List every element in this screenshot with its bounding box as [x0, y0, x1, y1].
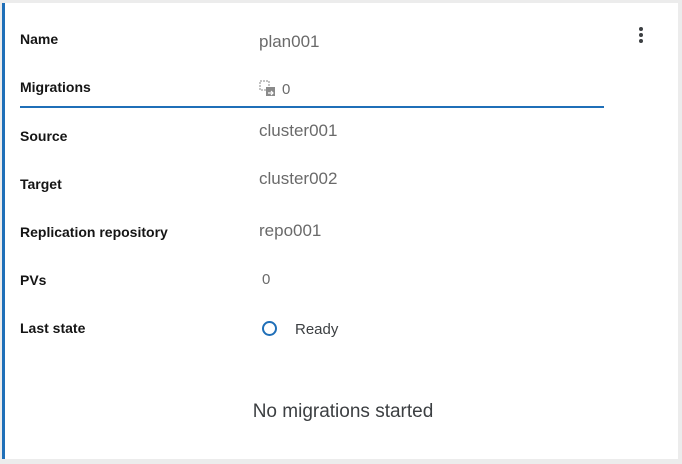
last-state-label: Last state: [20, 320, 86, 336]
pvs-label: PVs: [20, 272, 47, 288]
target-value: cluster002: [259, 169, 338, 188]
kebab-menu-icon[interactable]: [638, 27, 644, 43]
target-label: Target: [20, 176, 62, 192]
scrollbar[interactable]: [678, 3, 682, 459]
migrations-label: Migrations: [20, 79, 91, 95]
migrations-count: 0: [282, 81, 291, 98]
pvs-value: 0: [262, 271, 271, 288]
repo-label: Replication repository: [20, 224, 168, 240]
empty-migrations-message: No migrations started: [252, 401, 434, 422]
source-value: cluster001: [259, 121, 338, 140]
plan-card: Name plan001 Migrations 0 Source cluster…: [2, 3, 678, 459]
status-text: Ready: [295, 321, 339, 338]
status-ring-icon: [262, 321, 277, 336]
name-value: plan001: [259, 32, 320, 51]
migration-icon[interactable]: [259, 80, 277, 98]
section-divider: [20, 106, 604, 108]
repo-value: repo001: [259, 221, 322, 240]
source-label: Source: [20, 128, 68, 144]
name-label: Name: [20, 31, 59, 47]
